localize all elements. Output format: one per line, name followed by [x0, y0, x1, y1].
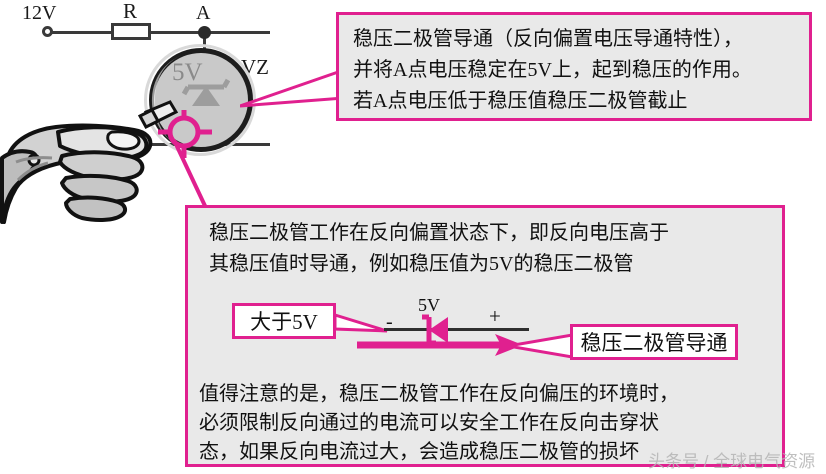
supply-label: 12V: [22, 2, 57, 24]
resistor-symbol: [111, 23, 151, 40]
highlight-marker-icon: [158, 110, 212, 158]
output-state-tag: 稳压二极管导通: [570, 324, 738, 360]
top-rail-wire: [48, 31, 270, 34]
supply-terminal: [42, 26, 53, 37]
diode-demo-wire: [384, 328, 529, 331]
plus-sign-label: +: [489, 304, 501, 328]
lens-zener-value-label: 5V: [172, 59, 203, 86]
zener-value-label-demo: 5V: [418, 295, 440, 315]
resistor-label: R: [123, 0, 138, 23]
current-direction-arrow-icon: [357, 334, 523, 356]
pointer-line-to-main-callout: [172, 140, 208, 209]
zener-diode-symbol: [181, 78, 231, 106]
pointer-wedge-to-lens: [240, 68, 346, 108]
minus-sign-label: -: [386, 311, 393, 333]
callout-main-paragraph-1: 稳压二极管工作在反向偏置状态下，即反向电压高于 其稳压值时导通，例如稳压值为5V…: [209, 222, 669, 275]
magnifier-handle: [137, 100, 179, 129]
watermark-label: 头条号 / 全球电气资源: [648, 452, 816, 471]
node-a-dot: [198, 26, 211, 39]
callout-top-right-text: 稳压二极管导通（反向偏置电压导通特性）， 并将A点电压稳定在5V上，起到稳压的作…: [353, 28, 752, 112]
callout-top-right: 稳压二极管导通（反向偏置电压导通特性）， 并将A点电压稳定在5V上，起到稳压的作…: [336, 12, 812, 121]
node-a-label: A: [196, 2, 211, 24]
magnifier-lens: [149, 48, 253, 152]
pointer-wedge-input-tag: [333, 312, 388, 333]
input-voltage-tag: 大于5V: [232, 303, 336, 339]
callout-main-paragraph-2: 值得注意的是，稳压二极管工作在反向偏压的环境时， 必须限制反向通过的电流可以安全…: [199, 383, 679, 463]
hand-illustration: [0, 100, 179, 224]
